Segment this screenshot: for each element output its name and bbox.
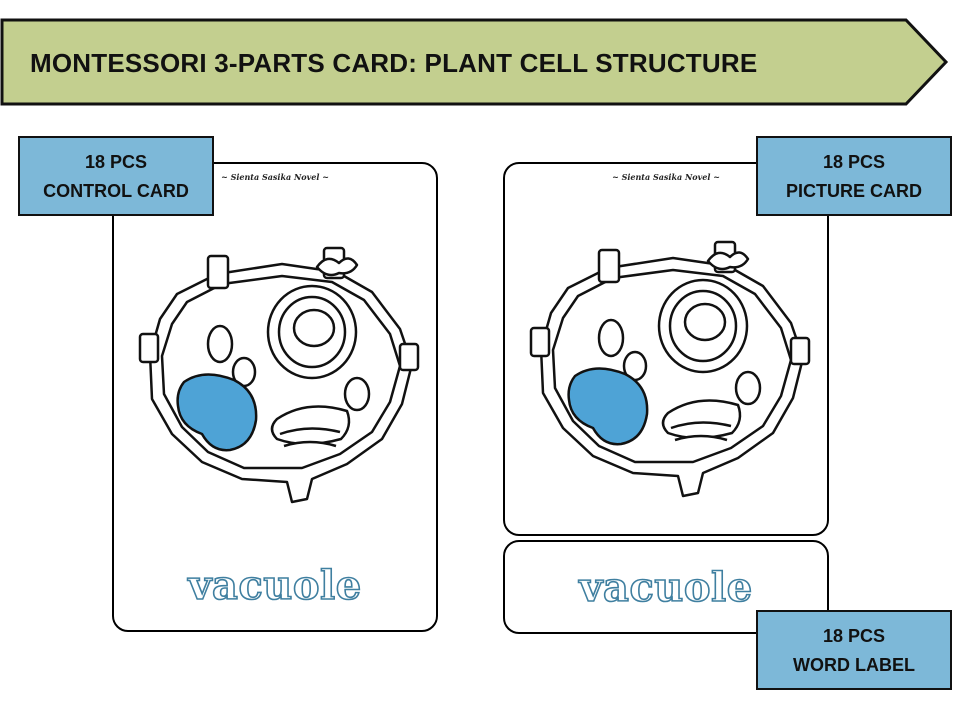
card-watermark: ~ Sienta Sasika Novel ~ [612,172,720,182]
plant-cell-illustration [138,246,420,504]
picture-card: ~ Sienta Sasika Novel ~ [503,162,829,536]
control-card-tag: 18 PCS CONTROL CARD [18,136,214,216]
word-label-name: WORD LABEL [793,655,915,675]
control-card-count: 18 PCS [84,152,148,172]
card-watermark: ~ Sienta Sasika Novel ~ [221,172,329,182]
picture-card-tag: 18 PCS PICTURE CARD [756,136,952,216]
word-label-tag: 18 PCS WORD LABEL [756,610,952,690]
page-title: MONTESSORI 3-PARTS CARD: PLANT CELL STRU… [30,48,758,78]
control-card: ~ Sienta Sasika Novel ~ [112,162,438,632]
picture-card-count: 18 PCS [822,152,886,172]
plant-cell-illustration [529,240,811,498]
vacuole-word: vacuole [187,561,362,610]
vacuole-word: vacuole [578,563,753,612]
title-banner [0,18,949,106]
picture-card-name: PICTURE CARD [785,181,922,201]
control-card-name: CONTROL CARD [43,181,189,201]
word-label-count: 18 PCS [822,626,886,646]
